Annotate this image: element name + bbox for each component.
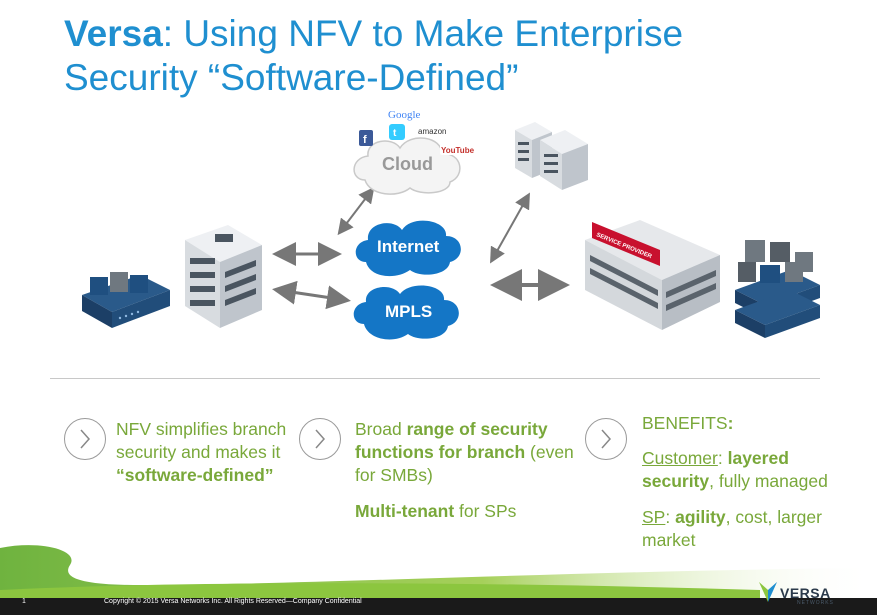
chevron-right-icon bbox=[585, 418, 627, 460]
chevron-right-icon bbox=[299, 418, 341, 460]
sp-bold: agility bbox=[675, 507, 726, 527]
branch-appliance-icon bbox=[82, 272, 170, 328]
title-rest: : Using NFV to Make Enterprise Security … bbox=[64, 13, 684, 98]
youtube-logo: YouTube bbox=[441, 146, 475, 155]
page-number: 1 bbox=[22, 598, 26, 605]
service-provider-building-icon bbox=[585, 220, 720, 330]
mpls-cloud-icon bbox=[353, 285, 459, 340]
col2-pre: Broad bbox=[355, 419, 407, 439]
mpls-label: MPLS bbox=[385, 302, 432, 321]
footer-band bbox=[0, 545, 877, 615]
branch-building-icon bbox=[185, 225, 262, 328]
facebook-letter: f bbox=[363, 134, 367, 146]
sp-post: , cost, larger market bbox=[642, 507, 822, 550]
sp-colon: : bbox=[665, 507, 676, 527]
cloud-label: Cloud bbox=[382, 154, 433, 174]
network-diagram: Cloud Google f t amazon YouTube Internet… bbox=[82, 109, 820, 340]
col2-line2-post: for SPs bbox=[454, 501, 517, 521]
amazon-logo: amazon bbox=[418, 127, 446, 136]
versa-logo-icon bbox=[759, 582, 777, 602]
customer-label: Customer bbox=[642, 448, 718, 468]
title-brand: Versa bbox=[64, 13, 163, 54]
internet-cloud-icon bbox=[355, 220, 461, 277]
col1-text: NFV simplifies branch security and makes… bbox=[116, 419, 287, 462]
copyright-text: Copyright © 2015 Versa Networks Inc. All… bbox=[104, 598, 362, 605]
benefits-heading: BENEFITS bbox=[642, 413, 728, 433]
section-divider bbox=[50, 378, 820, 379]
col2-line2-bold: Multi-tenant bbox=[355, 501, 455, 521]
col2-bold: range of security functions for branch bbox=[355, 419, 548, 462]
youtube-icon bbox=[440, 143, 470, 155]
benefits-list: BENEFITS: Customer: layered security, fu… bbox=[642, 412, 862, 552]
twitter-icon bbox=[389, 124, 405, 140]
google-logo: Google bbox=[388, 109, 421, 121]
benefits-colon: : bbox=[727, 413, 734, 433]
slide-title: Versa: Using NFV to Make Enterprise Secu… bbox=[64, 12, 824, 100]
datacenter-icon bbox=[515, 122, 588, 190]
facebook-icon bbox=[359, 130, 373, 146]
sp-label: SP bbox=[642, 507, 666, 527]
security-functions-description: Broad range of security functions for br… bbox=[355, 418, 580, 523]
chevron-right-icon bbox=[64, 418, 106, 460]
nfv-description: NFV simplifies branch security and makes… bbox=[116, 418, 296, 487]
col1-bold: “software-defined” bbox=[116, 465, 274, 485]
internet-label: Internet bbox=[377, 237, 440, 256]
versa-logo-text: VERSA bbox=[780, 585, 831, 601]
customer-bold: layered security bbox=[642, 448, 789, 491]
versa-logo-subtext: NETWORKS bbox=[797, 600, 834, 606]
customer-colon: : bbox=[717, 448, 728, 468]
customer-post: , fully managed bbox=[709, 471, 828, 491]
twitter-letter: t bbox=[393, 128, 397, 139]
sp-appliance-icon bbox=[735, 240, 820, 338]
col2-post: (even for SMBs) bbox=[355, 442, 574, 485]
